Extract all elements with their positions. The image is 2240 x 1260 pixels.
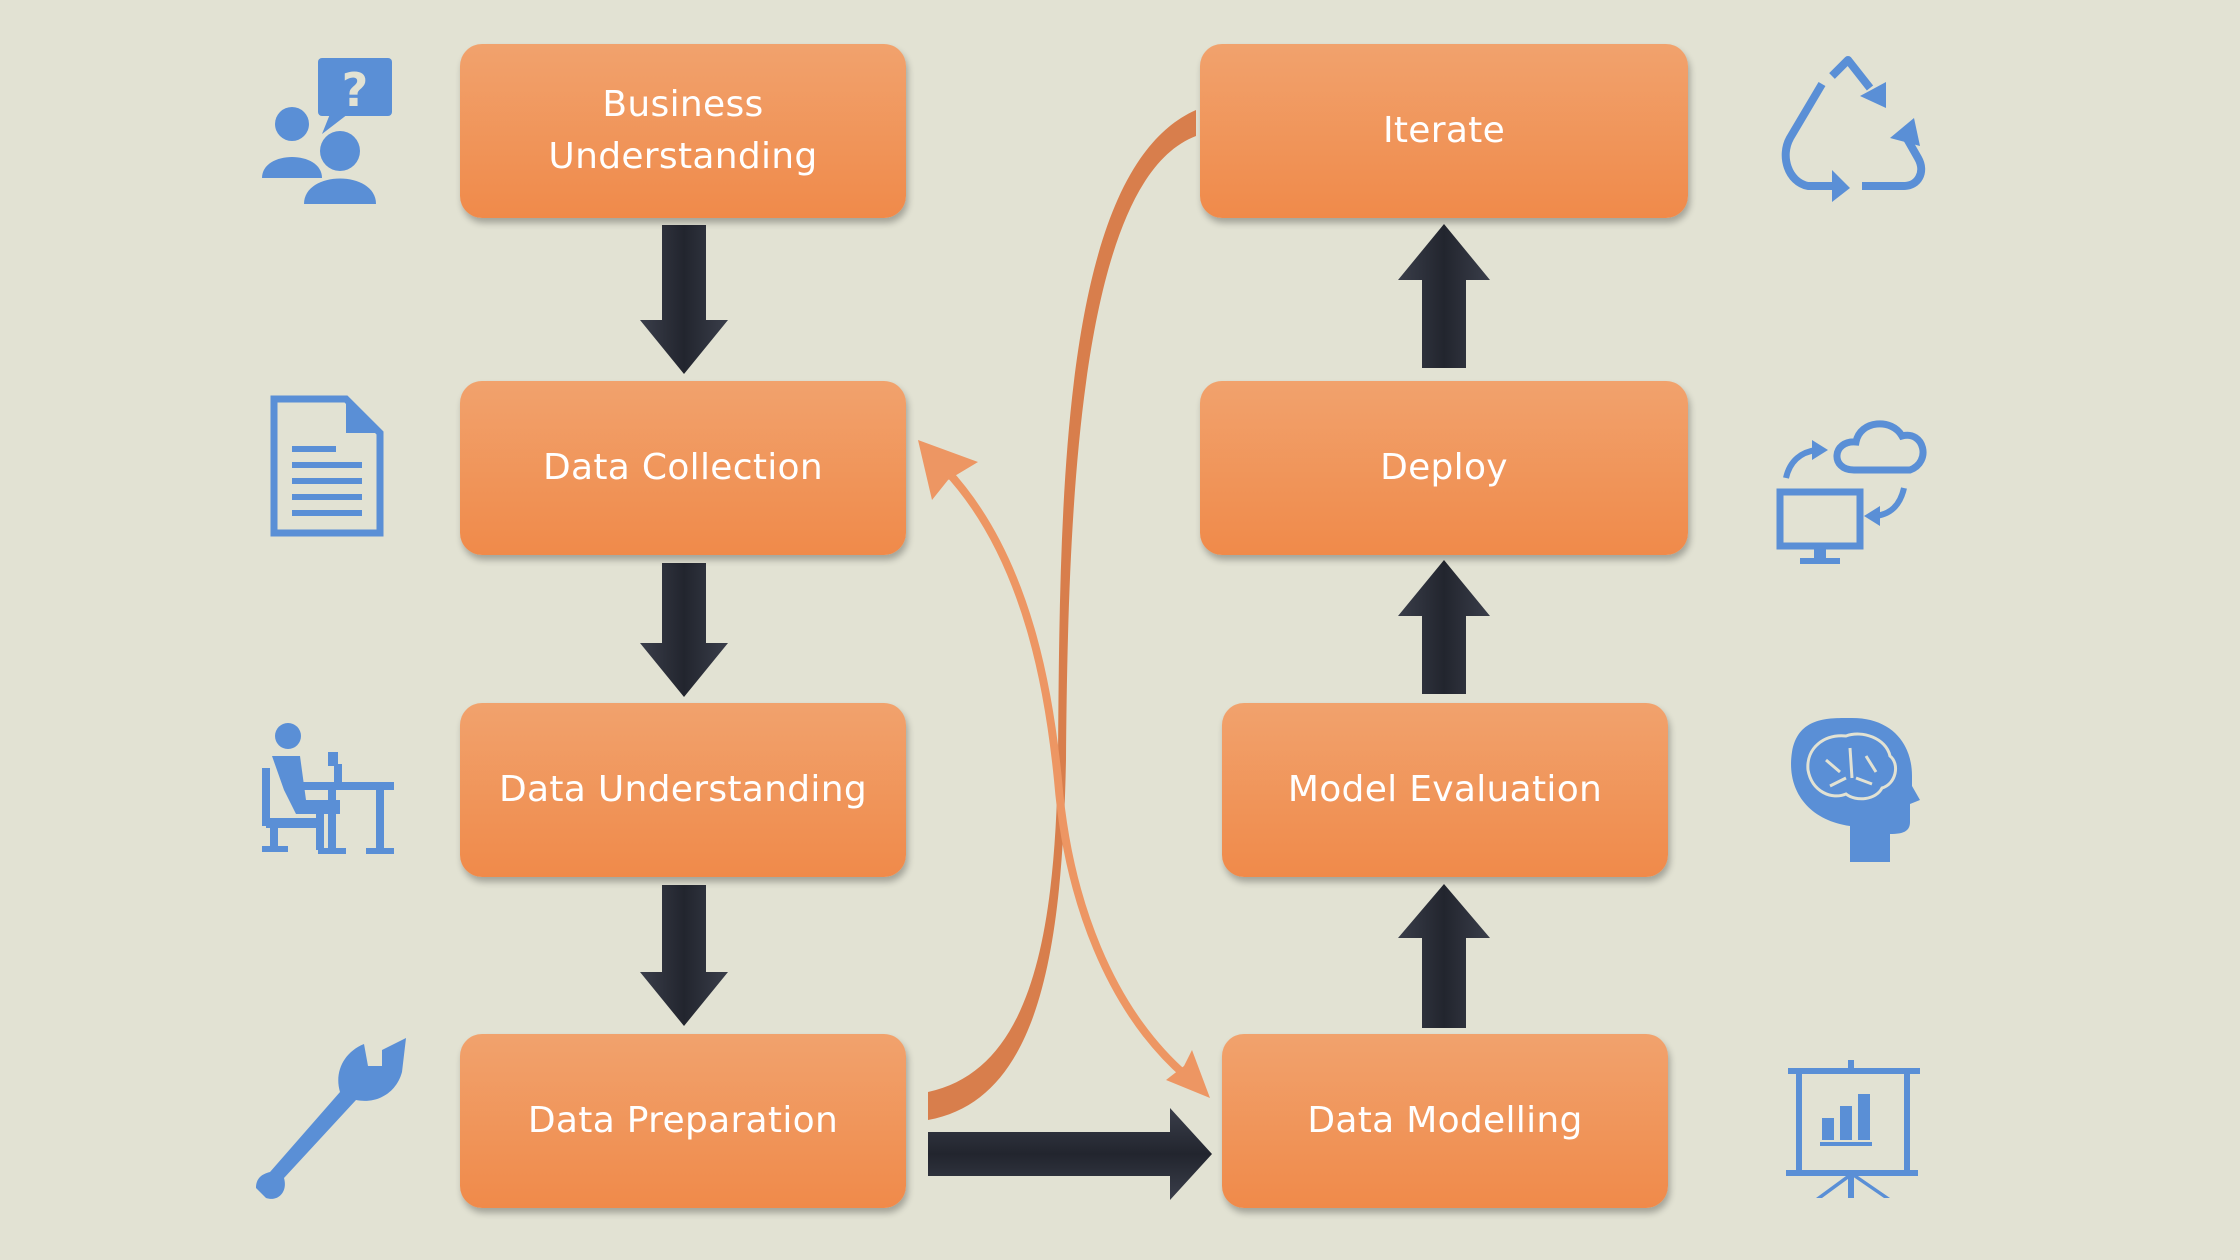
step-label: Model Evaluation [1287, 769, 1603, 810]
arrow-up-modelling-to-evaluation [1398, 884, 1490, 1028]
step-iterate: Iterate [1200, 44, 1688, 218]
step-data-modelling: Data Modelling [1222, 1034, 1668, 1208]
step-business-understanding: Business Understanding [460, 44, 906, 218]
step-label: Data Collection [543, 447, 823, 488]
step-model-evaluation: Model Evaluation [1222, 703, 1668, 877]
svg-text:?: ? [342, 63, 369, 117]
arrow-up-evaluation-to-deploy [1398, 560, 1490, 694]
brain-head-icon [1791, 717, 1920, 862]
step-data-understanding: Data Understanding [460, 703, 906, 877]
step-label: Deploy [1380, 447, 1508, 488]
person-at-desk-icon [262, 723, 394, 854]
wrench-icon [256, 1038, 406, 1199]
people-question-icon: ? [262, 58, 392, 204]
step-label: Data Understanding [498, 769, 868, 810]
step-label: Data Modelling [1307, 1100, 1583, 1141]
presentation-chart-icon [1786, 1060, 1920, 1198]
step-data-preparation: Data Preparation [460, 1034, 906, 1208]
arrow-down-business-to-collection [640, 225, 728, 374]
arrow-down-collection-to-understanding [640, 563, 728, 697]
arrow-down-understanding-to-preparation [640, 885, 728, 1026]
arrowhead-to-modelling [1166, 1050, 1210, 1098]
document-icon [270, 395, 384, 537]
step-deploy: Deploy [1200, 381, 1688, 555]
step-label: Iterate [1382, 110, 1506, 151]
computer-cloud-sync-icon [1776, 420, 1927, 564]
arrowhead-to-collection [918, 440, 978, 500]
recycle-icon [1781, 56, 1926, 202]
step-data-collection: Data Collection [460, 381, 906, 555]
step-label: Business Understanding [548, 84, 818, 177]
step-label: Data Preparation [527, 1100, 839, 1141]
arrow-right-preparation-to-modelling [928, 1108, 1212, 1200]
curve-modelling-collection [943, 467, 1189, 1080]
curve-preparation-to-iterate [928, 110, 1196, 1120]
arrow-up-deploy-to-iterate [1398, 224, 1490, 368]
